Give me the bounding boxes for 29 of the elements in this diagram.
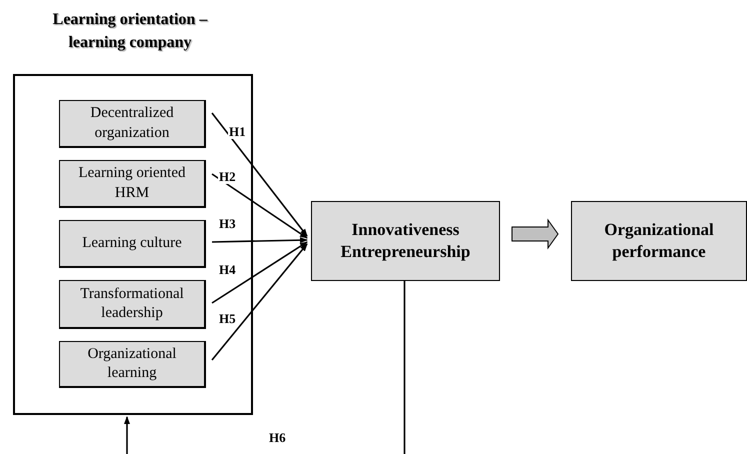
factor-box xyxy=(59,160,206,208)
box-label: Innovativeness Entrepreneurship xyxy=(340,218,472,263)
box-label: Transformational leadership xyxy=(79,284,185,323)
box-label: Learning oriented HRM xyxy=(77,164,187,202)
edge-label: H1 xyxy=(228,125,247,140)
edge-label: H3 xyxy=(218,217,237,232)
factor-box xyxy=(59,341,206,388)
hypothesis-label: H6 xyxy=(268,431,287,446)
arrow xyxy=(212,173,308,239)
arrow xyxy=(212,241,308,304)
group-frame xyxy=(13,74,253,415)
edge-label: H2 xyxy=(218,170,237,184)
factor-box xyxy=(59,100,206,148)
construct-box xyxy=(571,201,747,281)
box-label: Organizational learning xyxy=(86,344,178,383)
factor-box xyxy=(59,280,206,329)
arrow xyxy=(211,243,308,360)
diagram-title: Learning orientation – learning company xyxy=(52,10,208,54)
factor-box xyxy=(59,220,206,268)
connector-line xyxy=(404,281,406,454)
block-arrow xyxy=(512,218,559,250)
arrow xyxy=(211,112,308,237)
arrow xyxy=(124,416,130,454)
box-label: Organizational performance xyxy=(603,218,715,263)
arrow xyxy=(212,237,308,244)
box-label: Decentralized organization xyxy=(89,104,175,142)
edge-label: H5 xyxy=(218,312,237,326)
box-label: Learning culture xyxy=(81,234,183,253)
construct-box xyxy=(311,201,500,281)
